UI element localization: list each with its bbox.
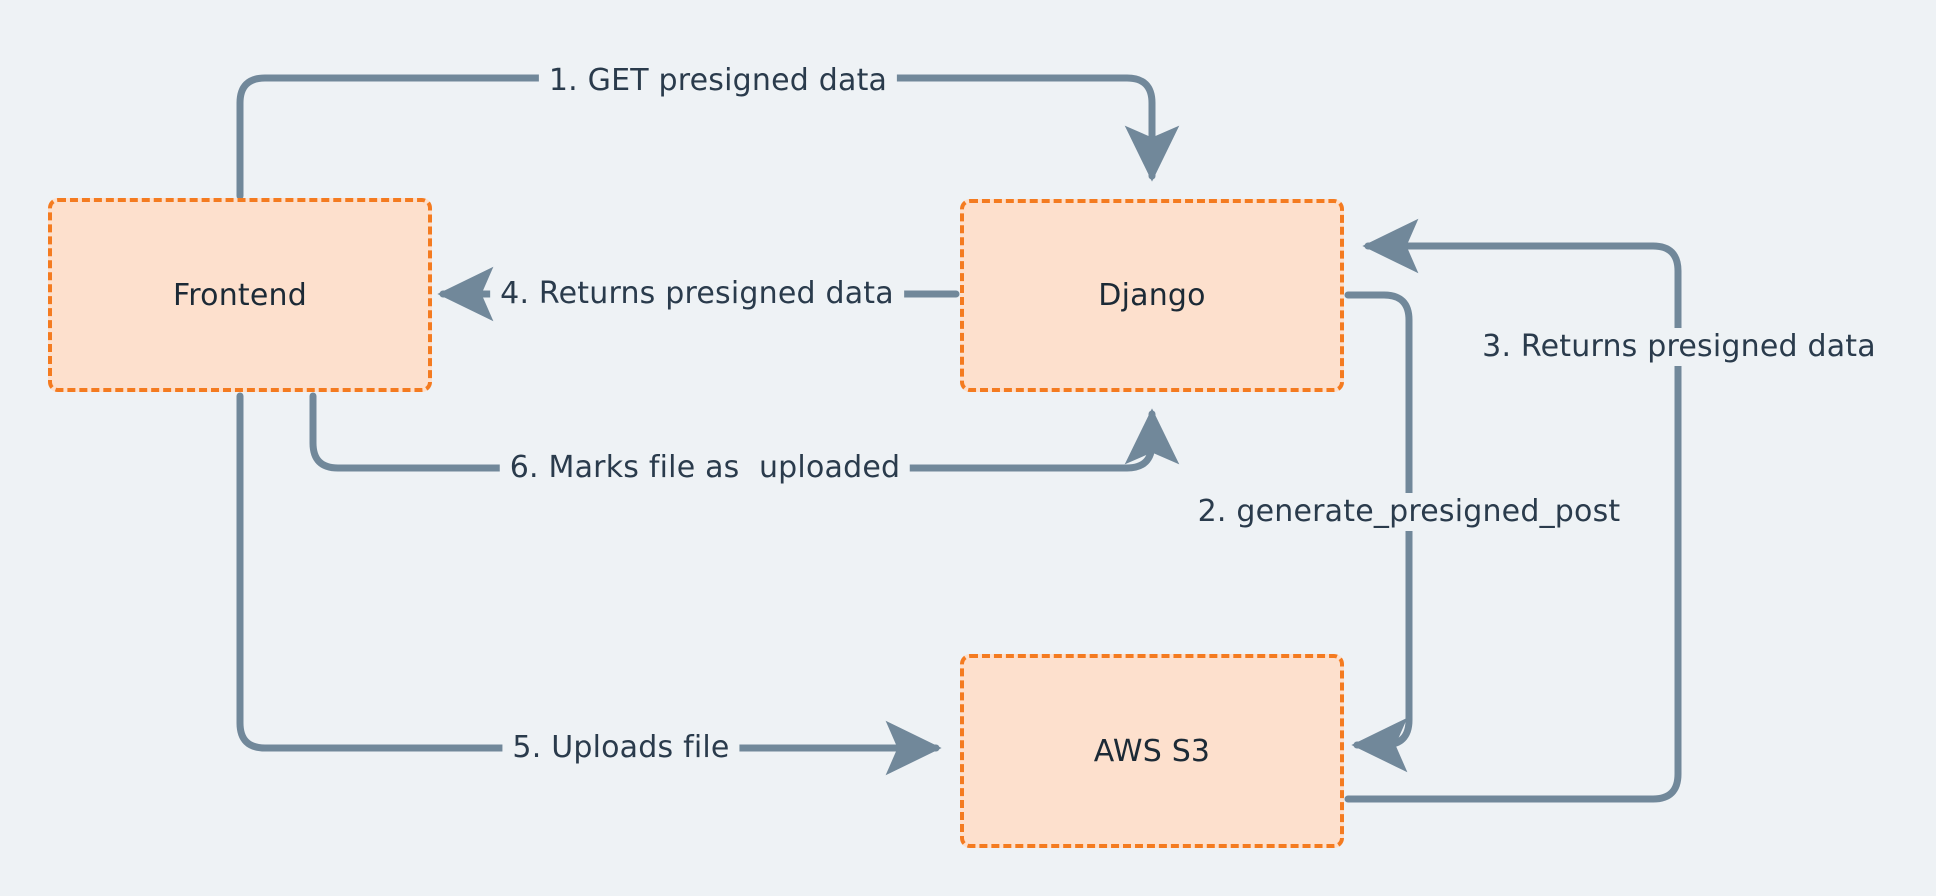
edge-path-3	[1344, 218, 1682, 803]
node-frontend[interactable]: Frontend	[48, 198, 432, 392]
node-aws-s3[interactable]: AWS S3	[960, 654, 1344, 848]
node-frontend-label: Frontend	[173, 277, 307, 313]
edge-label-2: 2. generate_presigned_post	[1187, 493, 1631, 531]
edge-path-5	[236, 392, 942, 776]
edge-label-4: 4. Returns presigned data	[490, 275, 904, 313]
node-django-label: Django	[1098, 278, 1206, 313]
edge-label-3: 3. Returns presigned data	[1472, 328, 1886, 366]
edge-label-1: 1. GET presigned data	[538, 62, 898, 100]
node-django[interactable]: Django	[960, 199, 1344, 392]
edge-label-5: 5. Uploads file	[502, 729, 740, 767]
node-aws-s3-label: AWS S3	[1093, 733, 1211, 769]
edge-label-6: 6. Marks file as uploaded	[499, 449, 911, 487]
